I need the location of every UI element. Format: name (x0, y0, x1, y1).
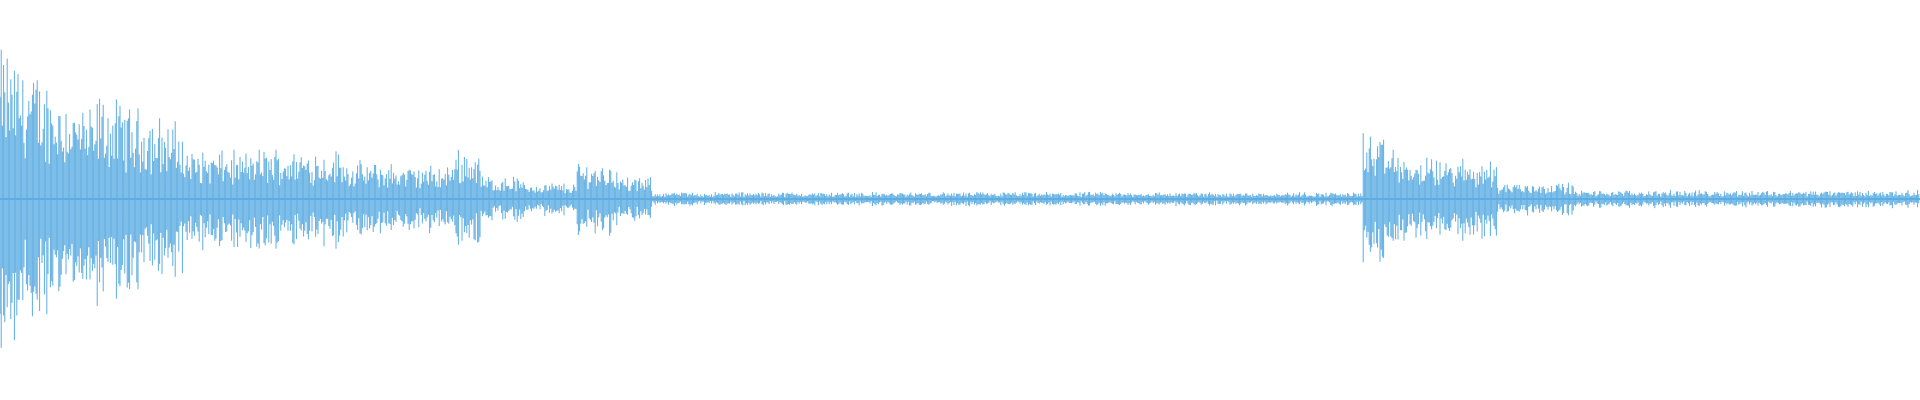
waveform-bars (0, 49, 1920, 348)
waveform-samples (0, 49, 1920, 348)
